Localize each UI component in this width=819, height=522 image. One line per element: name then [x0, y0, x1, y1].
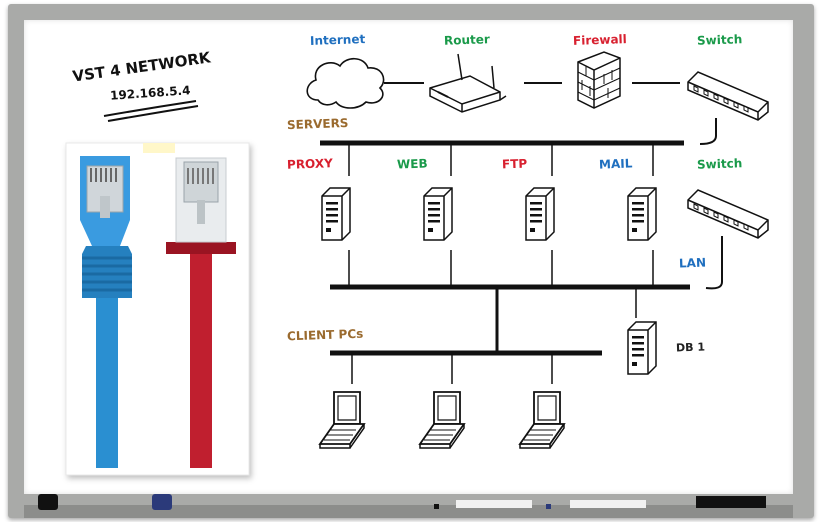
tape-strip: [143, 143, 175, 153]
server-icon: [627, 187, 657, 241]
marker: [38, 494, 58, 510]
link-line: [699, 118, 717, 145]
eraser: [570, 500, 646, 508]
title-underline: [103, 100, 197, 117]
ethernet-plug-icon: [80, 156, 132, 468]
switch-icon: [687, 71, 769, 121]
switch-icon: [687, 189, 769, 239]
server-icon: [423, 187, 453, 241]
link-line: [705, 236, 723, 290]
cloud-icon: [306, 57, 385, 109]
firewall-icon: [577, 51, 621, 109]
server-icon: [525, 187, 555, 241]
server-icon: [627, 321, 657, 375]
title-underline: [107, 105, 199, 122]
marker-tray: [24, 505, 793, 518]
laptop-icon: [419, 391, 465, 449]
laptop-icon: [519, 391, 565, 449]
laptop-icon: [319, 391, 365, 449]
marker: [696, 496, 766, 508]
marker: [152, 494, 172, 510]
router-icon: [429, 53, 507, 113]
server-icon: [321, 187, 351, 241]
eraser: [456, 500, 532, 508]
ethernet-plug-icon: [166, 157, 236, 468]
